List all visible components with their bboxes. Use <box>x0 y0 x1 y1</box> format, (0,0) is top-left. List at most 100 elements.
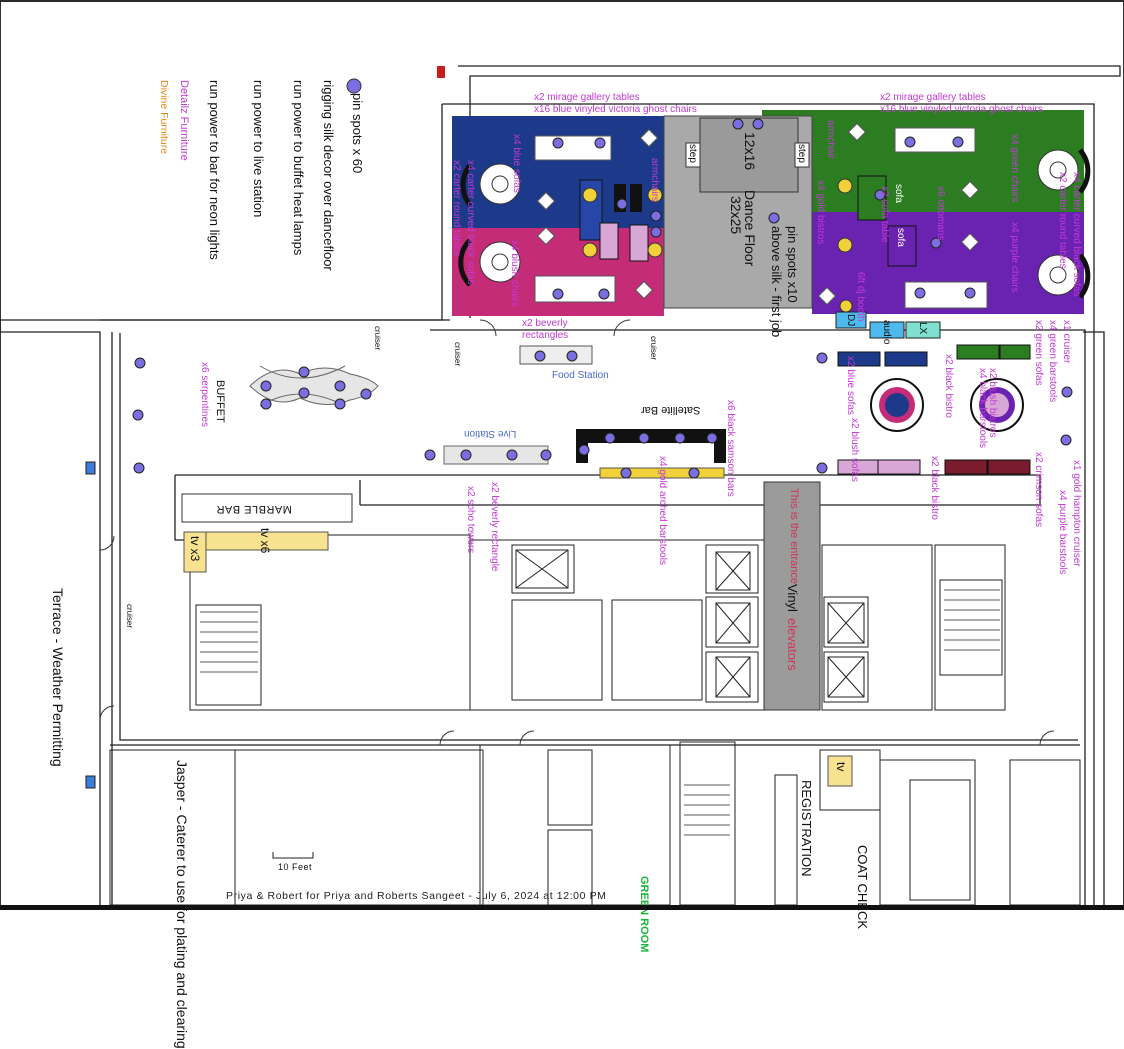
label-above-silk: above silk - first job <box>769 226 784 338</box>
note-divine: Divine Furniture <box>158 80 170 155</box>
scale-bar <box>272 852 314 859</box>
food-station-table <box>519 345 593 365</box>
bottom-strip <box>0 905 1124 910</box>
label-purple-chairs: x4 purple chairs <box>1009 222 1020 293</box>
legend-pin-spot <box>346 78 362 94</box>
label-cruiser-b: cruiser <box>453 342 462 367</box>
label-registration: REGISTRATION <box>799 780 814 877</box>
label-sofa-2: sofa <box>895 228 906 247</box>
label-marble-bar: MARBLE BAR <box>216 503 292 515</box>
pin-spots <box>132 118 1073 479</box>
dance-inner <box>699 117 799 193</box>
label-step-2: step <box>796 144 807 163</box>
label-carter-right: x4 carter curved black sofas <box>1071 172 1082 297</box>
footer: Priya & Robert for Priya and Roberts San… <box>0 888 1124 910</box>
label-soho: x2 soho towers <box>465 486 476 554</box>
label-serpentines: x6 serpentines <box>199 362 210 428</box>
label-pin-spots-floor: pin spots x10 <box>785 226 800 303</box>
label-dj: DJ <box>845 314 856 327</box>
label-green-chairs: x4 green chairs <box>1009 134 1020 203</box>
tv-x3-bar <box>183 531 207 573</box>
footer-text: Priya & Robert for Priya and Roberts San… <box>226 890 607 902</box>
note-rigging: rigging silk decor over dancefloor <box>321 80 336 271</box>
satellite-bar <box>576 429 726 443</box>
note-bar-power: run power to bar for neon lights <box>207 80 222 260</box>
marble-bar <box>181 493 353 523</box>
label-audio: audio <box>881 320 892 345</box>
label-blush-chairs: x4 blush chairs <box>509 240 520 307</box>
label-mirage-right: x2 mirage gallery tables <box>880 92 986 103</box>
right-lounge <box>837 344 1031 475</box>
tv-box <box>827 755 853 787</box>
note-live-power: run power to live station <box>251 80 266 218</box>
audio-booth <box>869 321 905 339</box>
label-cruiser-d: cruiser <box>125 604 134 629</box>
label-carter-round-right: x2 carter round tables <box>1057 172 1068 269</box>
label-dance-dims: 32x25 <box>728 196 744 235</box>
floor-plan <box>0 0 1124 910</box>
label-mirage-left: x2 mirage gallery tables <box>534 92 640 103</box>
label-tv-x3: tv x3 <box>188 536 202 562</box>
label-live-station: Live Station <box>464 428 517 439</box>
label-black-bistro: x2 black bistro <box>943 354 954 418</box>
label-green-barstools: x4 green barstools <box>1047 320 1058 403</box>
vinyl-runner <box>763 481 821 711</box>
satellite-bar-leg-right <box>714 443 726 463</box>
label-purple-barstools: x4 purple barstools <box>1057 490 1068 575</box>
label-crimson-sofas: x2 crimson sofas <box>1033 452 1044 528</box>
step-left <box>685 142 701 168</box>
label-samson: x6 black samson bars <box>725 400 736 497</box>
note-pin-spots: pin spots x 60 <box>350 93 365 174</box>
label-blush-sofas: x2 blush sofas <box>849 418 860 482</box>
label-lx: LX <box>917 322 928 335</box>
label-tv-x6: tv x6 <box>258 528 272 554</box>
label-gold-hampton: x1 gold hampton cruiser <box>1071 460 1082 567</box>
label-scale: 10 Feet <box>278 862 313 872</box>
label-tv: tv <box>834 762 848 772</box>
dj-booth <box>835 311 867 329</box>
live-station-table <box>443 445 549 465</box>
red-marker <box>437 66 445 78</box>
label-gold-bistros: x4 gold bistros <box>815 180 826 245</box>
label-entrance: This is the entrance <box>788 488 800 584</box>
label-food-station: Food Station <box>552 370 609 381</box>
label-dance-floor: Dance Floor <box>742 190 758 267</box>
label-ottomans: x6 ottomans <box>935 186 946 241</box>
label-ghost-left: x16 blue vinyled victoria ghost chairs <box>534 104 697 115</box>
green-zone <box>762 110 1084 212</box>
label-beverly-rect: x2 beverly rectangle <box>489 482 500 572</box>
label-elevators: elevators <box>785 618 800 671</box>
label-satellite-bar: Satellite Bar <box>641 404 701 416</box>
label-sofa-table: x2 sofa table <box>879 186 890 243</box>
label-beverly: x2 beverly <box>522 318 568 329</box>
label-green-sofas: x2 green sofas <box>1033 320 1044 386</box>
label-buffet: BUFFET <box>214 380 226 423</box>
label-carter-round-left: x2 carter round tables <box>451 160 462 257</box>
label-gold-arched: x4 gold arched barstools <box>657 456 668 565</box>
label-terrace: Terrace - Weather Permitting <box>50 588 66 767</box>
label-blush-bistros: x2 blush bistros <box>987 368 998 438</box>
round-tables <box>479 149 1079 296</box>
label-blue-sofas-r: x2 blue sofas <box>845 356 856 415</box>
label-black-bistro-2: x2 black bistro <box>929 456 940 520</box>
label-dance-size: 12x16 <box>742 132 758 171</box>
white-chair-clusters <box>536 122 980 306</box>
label-blue-sofas-left: x4 blue sofas <box>511 134 522 193</box>
label-armchairs: armchairs <box>649 158 660 202</box>
label-ghost-right: x16 blue vinyled victoria ghost chairs <box>880 104 1043 115</box>
label-step-1: step <box>687 144 698 163</box>
stairs <box>200 589 1000 836</box>
label-vinyl: Vinyl <box>785 584 800 612</box>
label-sofa-1: sofa <box>893 184 904 203</box>
note-detailz: Detailz Furniture <box>178 80 190 161</box>
elevator-boxes <box>515 549 865 698</box>
curved-sofas <box>458 148 1091 299</box>
gold-barstools <box>599 467 725 479</box>
label-rectangles: rectangles <box>522 330 569 341</box>
label-dj-booth: 6ft dj booth <box>855 272 866 322</box>
label-black-barstools: x4 black barstools <box>977 368 988 449</box>
note-buffet-power: run power to buffet heat lamps <box>291 80 306 256</box>
interior-rooms <box>109 534 1081 906</box>
label-armchair-r: armchair <box>825 120 836 159</box>
label-cruiser-a: cruiser <box>373 326 382 351</box>
